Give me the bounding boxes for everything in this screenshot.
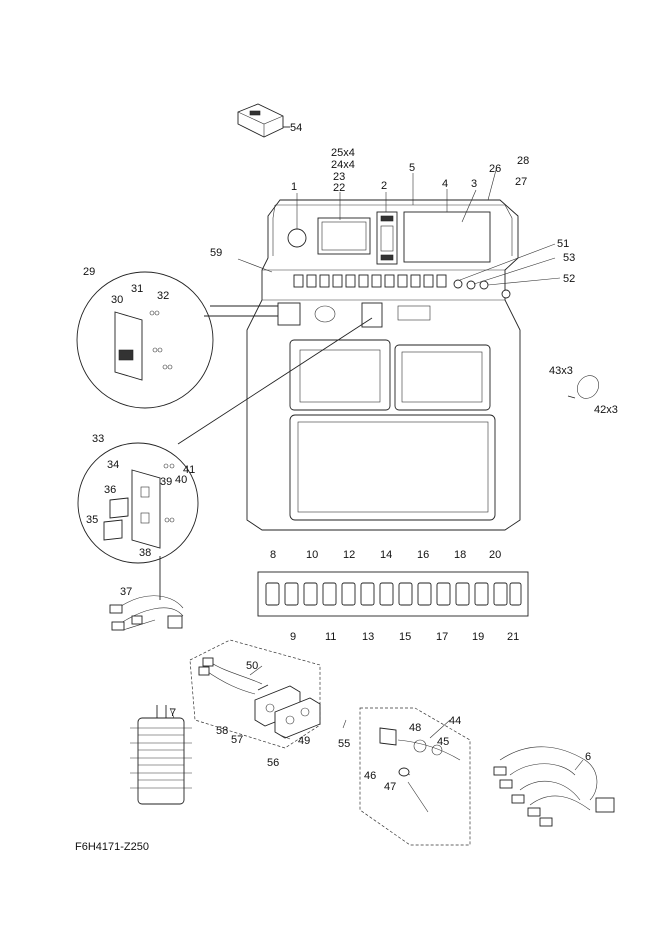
detail-box-49-50 bbox=[189, 639, 321, 749]
label-52: 52 bbox=[563, 273, 575, 285]
label-3: 3 bbox=[471, 178, 477, 190]
label-29: 29 bbox=[83, 266, 95, 278]
label-43x3: 43x3 bbox=[549, 365, 573, 377]
label-51: 51 bbox=[557, 238, 569, 250]
drawing-code: F6H4171-Z250 bbox=[75, 841, 149, 853]
part-37-harness bbox=[109, 595, 184, 631]
label-33: 33 bbox=[92, 433, 104, 445]
label-5: 5 bbox=[409, 162, 415, 174]
leader-lines bbox=[169, 169, 584, 771]
label-26: 26 bbox=[489, 163, 501, 175]
label-13: 13 bbox=[362, 631, 374, 643]
label-27: 27 bbox=[515, 176, 527, 188]
part-42-43-ties bbox=[567, 375, 599, 399]
label-36: 36 bbox=[104, 484, 116, 496]
dashboard-panel bbox=[246, 199, 521, 531]
label-15: 15 bbox=[399, 631, 411, 643]
label-10: 10 bbox=[306, 549, 318, 561]
label-40: 40 bbox=[175, 474, 187, 486]
label-12: 12 bbox=[343, 549, 355, 561]
callout-labels: 54 25x4 24x4 23 22 5 26 28 27 1 2 4 3 59… bbox=[83, 122, 618, 793]
switch-row bbox=[293, 274, 447, 288]
part-6-harness bbox=[493, 746, 615, 827]
label-34: 34 bbox=[107, 459, 119, 471]
label-35: 35 bbox=[86, 514, 98, 526]
label-9: 9 bbox=[290, 631, 296, 643]
label-53: 53 bbox=[563, 252, 575, 264]
label-7: 7 bbox=[170, 707, 176, 719]
label-23: 23 bbox=[333, 171, 345, 183]
label-56: 56 bbox=[267, 757, 279, 769]
label-18: 18 bbox=[454, 549, 466, 561]
label-59: 59 bbox=[210, 247, 222, 259]
label-55: 55 bbox=[338, 738, 350, 750]
label-1: 1 bbox=[291, 181, 297, 193]
label-41: 41 bbox=[183, 464, 195, 476]
detail-box-44 bbox=[359, 707, 471, 846]
detail-circle-29 bbox=[76, 271, 278, 409]
label-2: 2 bbox=[381, 180, 387, 192]
label-54: 54 bbox=[290, 122, 302, 134]
label-31: 31 bbox=[131, 283, 143, 295]
label-42x3: 42x3 bbox=[594, 404, 618, 416]
label-11: 11 bbox=[325, 631, 336, 643]
label-17: 17 bbox=[436, 631, 448, 643]
label-39: 39 bbox=[160, 476, 172, 488]
label-48: 48 bbox=[409, 722, 421, 734]
label-22: 22 bbox=[333, 182, 345, 194]
label-14: 14 bbox=[380, 549, 392, 561]
switch-strip bbox=[257, 571, 529, 617]
label-6: 6 bbox=[585, 751, 591, 763]
label-46: 46 bbox=[364, 770, 376, 782]
label-30: 30 bbox=[111, 294, 123, 306]
label-57: 57 bbox=[231, 734, 243, 746]
part-54-module bbox=[237, 103, 290, 138]
label-50: 50 bbox=[246, 660, 258, 672]
label-49: 49 bbox=[298, 735, 310, 747]
label-38: 38 bbox=[139, 547, 151, 559]
label-44: 44 bbox=[449, 715, 461, 727]
label-4: 4 bbox=[442, 178, 448, 190]
label-16: 16 bbox=[417, 549, 429, 561]
part-7-fuse-block bbox=[130, 705, 192, 805]
label-28: 28 bbox=[517, 155, 529, 167]
label-47: 47 bbox=[384, 781, 396, 793]
label-58: 58 bbox=[216, 725, 228, 737]
label-21: 21 bbox=[507, 631, 519, 643]
label-25x4: 25x4 bbox=[331, 147, 355, 159]
label-20: 20 bbox=[489, 549, 501, 561]
label-19: 19 bbox=[472, 631, 484, 643]
label-8: 8 bbox=[270, 549, 276, 561]
label-32: 32 bbox=[157, 290, 169, 302]
label-37: 37 bbox=[120, 586, 132, 598]
detail-circle-33 bbox=[77, 317, 373, 600]
label-24x4: 24x4 bbox=[331, 159, 355, 171]
label-45: 45 bbox=[437, 736, 449, 748]
